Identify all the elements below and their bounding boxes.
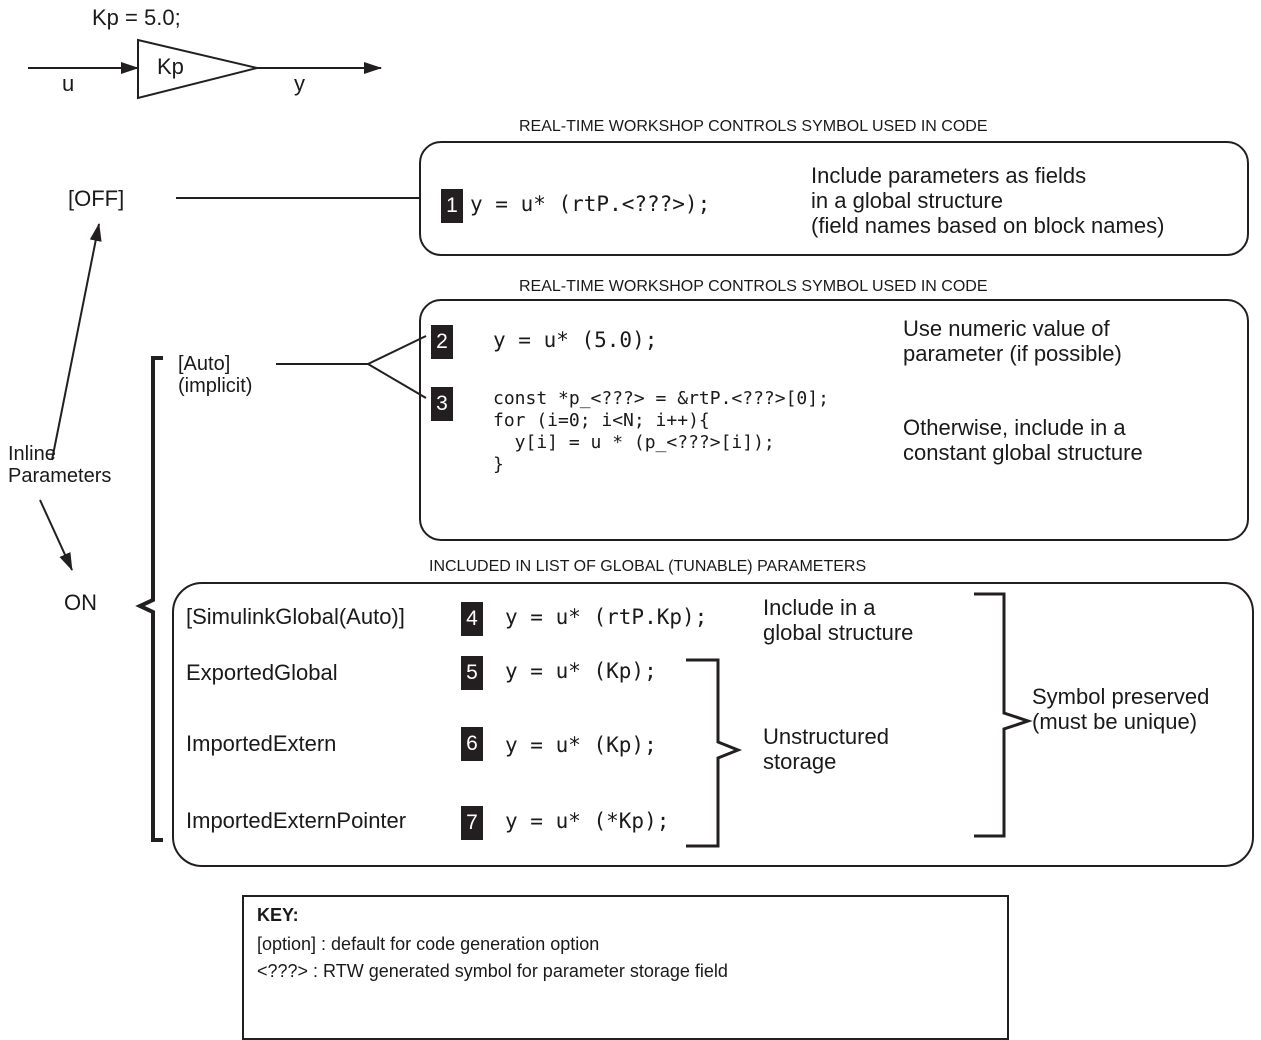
item4-number-badge: 4 bbox=[461, 602, 483, 636]
symbol-preserved-note: Symbol preserved (must be unique) bbox=[1032, 684, 1210, 734]
item7-number-badge: 7 bbox=[461, 806, 483, 840]
storage-importedextern: ImportedExtern bbox=[186, 731, 337, 756]
key-line-option: [option] : default for code generation o… bbox=[257, 934, 600, 954]
global-structure-note: Include in a global structure bbox=[763, 595, 914, 645]
section1-box bbox=[419, 141, 1249, 256]
item5-code: y = u* (Kp); bbox=[505, 659, 657, 683]
item6-code: y = u* (Kp); bbox=[505, 733, 657, 757]
section2-header: REAL-TIME WORKSHOP CONTROLS SYMBOL USED … bbox=[519, 278, 988, 295]
item3-number-badge: 3 bbox=[431, 387, 453, 421]
storage-importedexternpointer: ImportedExternPointer bbox=[186, 808, 407, 833]
item7-code: y = u* (*Kp); bbox=[505, 809, 670, 833]
symbol-bracket bbox=[974, 592, 1033, 838]
arrow-to-off bbox=[51, 223, 102, 461]
key-title: KEY: bbox=[257, 905, 299, 925]
item5-number-badge: 5 bbox=[461, 656, 483, 690]
item3-description: Otherwise, include in a constant global … bbox=[903, 415, 1143, 465]
unstructured-storage-note: Unstructured storage bbox=[763, 724, 889, 774]
item2-description: Use numeric value of parameter (if possi… bbox=[903, 316, 1122, 366]
gain-block-triangle bbox=[137, 38, 258, 100]
auto-branch-2 bbox=[367, 335, 427, 365]
on-bracket bbox=[135, 356, 163, 842]
arrow-to-on bbox=[39, 499, 73, 571]
item4-code: y = u* (rtP.Kp); bbox=[505, 605, 708, 629]
input-label-u: u bbox=[62, 71, 75, 96]
inline-parameters-label: Inline Parameters bbox=[8, 443, 112, 487]
key-line-symbol: <???> : RTW generated symbol for paramet… bbox=[257, 961, 728, 981]
item2-code: y = u* (5.0); bbox=[493, 328, 658, 352]
output-label-y: y bbox=[294, 71, 305, 96]
section3-header: INCLUDED IN LIST OF GLOBAL (TUNABLE) PAR… bbox=[429, 558, 867, 575]
item3-code: const *p_<???> = &rtP.<???>[0]; for (i=0… bbox=[493, 388, 829, 475]
section1-code: y = u* (rtP.<???>); bbox=[470, 192, 711, 216]
item2-number-badge: 2 bbox=[431, 325, 453, 359]
section1-description: Include parameters as fields in a global… bbox=[811, 163, 1165, 238]
storage-exportedglobal: ExportedGlobal bbox=[186, 660, 338, 685]
storage-simulinkglobal: [SimulinkGlobal(Auto)] bbox=[186, 604, 405, 629]
unstructured-bracket bbox=[686, 658, 743, 848]
off-label: [OFF] bbox=[68, 186, 125, 211]
auto-branch-3 bbox=[367, 363, 427, 399]
section1-number-badge: 1 bbox=[441, 189, 463, 223]
item6-number-badge: 6 bbox=[461, 727, 483, 761]
gain-equation: Kp = 5.0; bbox=[92, 5, 181, 30]
auto-implicit-label: [Auto] (implicit) bbox=[178, 353, 253, 397]
on-label: ON bbox=[64, 590, 97, 615]
section3-box bbox=[172, 582, 1254, 867]
gain-block-label: Kp bbox=[157, 54, 184, 79]
section1-header: REAL-TIME WORKSHOP CONTROLS SYMBOL USED … bbox=[519, 118, 988, 135]
section2-box bbox=[419, 299, 1249, 541]
